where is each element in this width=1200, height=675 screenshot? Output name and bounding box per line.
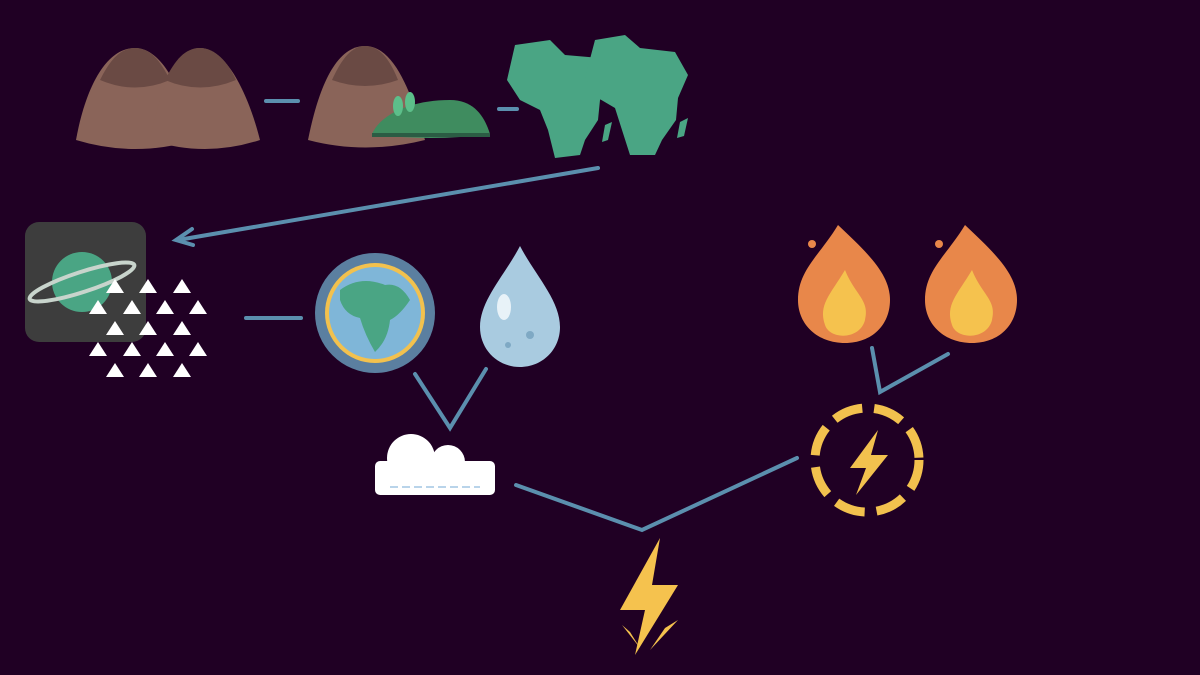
connector-line [514,456,799,533]
sand-grain [89,342,107,356]
energy-icon[interactable] [810,403,924,517]
sand-grain [89,300,107,314]
fire-icon[interactable] [798,225,890,343]
cloud-icon[interactable] [375,434,495,495]
connector-line [413,367,488,432]
sand-grain [139,279,157,293]
sand-grain [173,279,191,293]
sand-icon[interactable] [89,279,207,377]
sand-grain [139,363,157,377]
mountain-range-icon[interactable] [76,48,260,149]
sand-grain [106,321,124,335]
sand-grain [173,363,191,377]
connector-arrow [176,166,600,242]
island-icon[interactable] [372,92,490,138]
continent-icon[interactable] [507,35,688,158]
connectors [171,99,950,533]
sand-grain [106,279,124,293]
sand-grain [173,321,191,335]
sand-grain [139,321,157,335]
lightning-icon[interactable] [620,538,678,655]
sand-grain [156,300,174,314]
fire-icon[interactable] [925,225,1017,343]
arrowhead-icon [171,227,195,247]
sand-grain [123,300,141,314]
sand-grain [106,363,124,377]
sand-grain [189,342,207,356]
sand-grain [189,300,207,314]
sand-grain [123,342,141,356]
sand-grain [156,342,174,356]
water-drop-icon[interactable] [480,246,560,367]
connector-line [870,346,950,396]
earth-globe-icon[interactable] [315,253,435,373]
planet-icon[interactable] [25,222,146,342]
